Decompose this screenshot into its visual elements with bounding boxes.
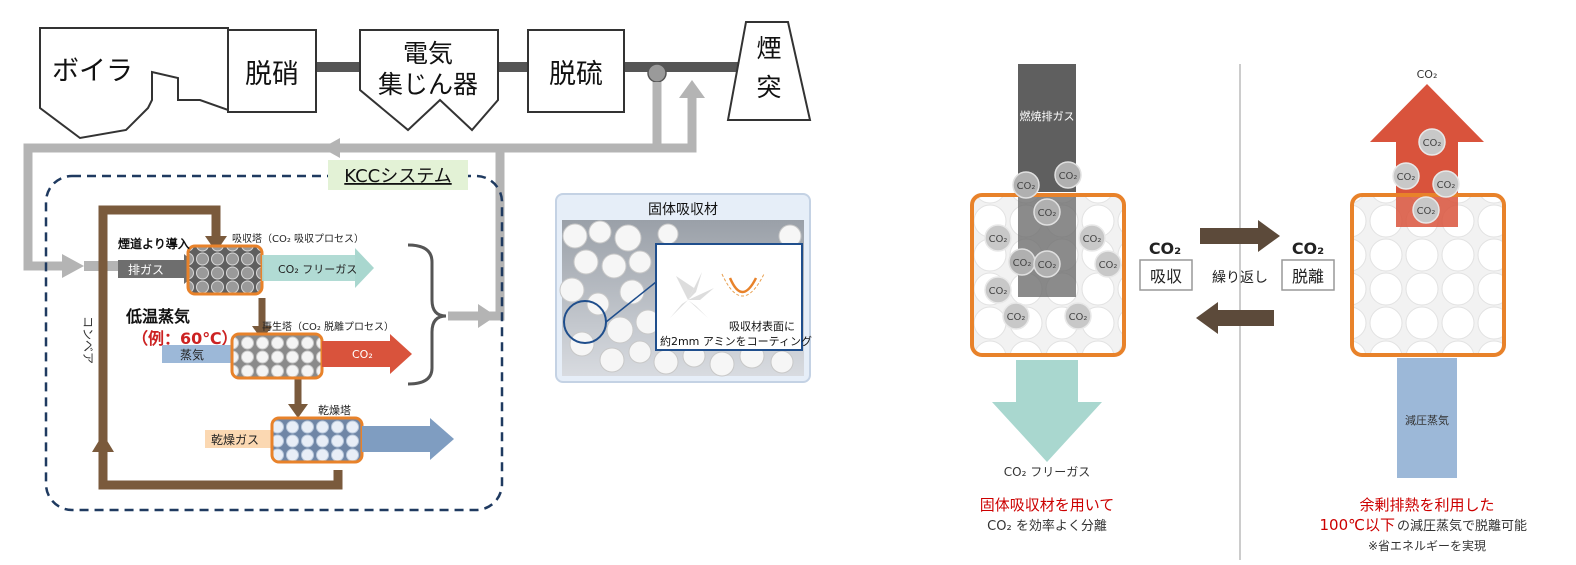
absorption-tower: 排ガス CO₂ フリーガス 煙道より導入 吸収塔（CO₂ 吸収プロセス）	[118, 232, 374, 296]
conveyor-label: コンベア	[81, 316, 95, 364]
chimney-label-2: 突	[756, 73, 781, 102]
intake-arrow-head-2	[62, 254, 84, 278]
drying-gas-label: 乾燥ガス	[211, 433, 259, 447]
left-caption-red: 固体吸収材を用いて	[980, 496, 1115, 514]
forward-arrow	[1200, 220, 1280, 252]
svg-text:CO₂: CO₂	[1083, 234, 1102, 245]
intake-pipe	[23, 82, 662, 271]
svg-text:CO₂: CO₂	[1017, 181, 1036, 192]
svg-text:CO₂: CO₂	[1099, 260, 1118, 271]
svg-text:CO₂: CO₂	[1038, 260, 1057, 271]
repeat-label: 繰り返し	[1212, 270, 1268, 286]
regeneration-tower: 低温蒸気 （例：60℃） 蒸気 CO₂ 再生塔（CO₂ 脱離プロセス）	[125, 307, 412, 380]
backward-arrow	[1196, 302, 1274, 334]
svg-text:CO₂: CO₂	[1437, 180, 1456, 191]
reduced-steam-inlet	[1397, 358, 1457, 478]
absorption-tower-label: 吸収塔（CO₂ 吸収プロセス）	[232, 232, 364, 245]
svg-text:CO₂: CO₂	[1397, 172, 1416, 183]
precipitator-label-2: 集じん器	[378, 70, 478, 99]
intake-arrow-head	[322, 138, 340, 158]
svg-text:CO₂: CO₂	[1007, 312, 1026, 323]
example-temp-label: （例：60℃）	[132, 329, 238, 348]
desorb-co2-label: CO₂	[1292, 239, 1324, 258]
drying-tower-label: 乾燥塔	[318, 404, 351, 417]
svg-text:CO₂: CO₂	[1013, 258, 1032, 269]
boiler-label: ボイラ	[52, 56, 133, 87]
precipitator-label-1: 電気	[403, 39, 453, 68]
conveyor-belt	[98, 205, 343, 490]
process-line: ボイラ 脱硝 電気 集じん器 脱硫 煙 突	[39, 21, 812, 140]
right-caption-red-2: 100℃以下	[1320, 516, 1395, 534]
absorb-box	[1139, 259, 1193, 291]
grouping-brace	[407, 243, 447, 386]
sorbent-caption-2: 約2mm アミンをコーティング	[660, 334, 812, 348]
drying-tower: 乾燥塔 乾燥ガス	[205, 404, 454, 464]
return-arrow-head	[679, 80, 705, 98]
svg-text:CO₂: CO₂	[1069, 312, 1088, 323]
svg-text:CO₂: CO₂	[989, 286, 1008, 297]
cycle-indicator: CO₂ 吸収 繰り返し CO₂ 脱離	[1139, 64, 1335, 560]
flue-gas-label: 燃焼排ガス	[1020, 109, 1075, 123]
right-caption-gray-2: の減圧蒸気で脱離可能	[1397, 518, 1527, 534]
denitration-label: 脱硝	[245, 59, 299, 90]
amine-coating	[728, 277, 758, 294]
absorb-co2-label: CO₂	[1149, 239, 1181, 258]
svg-text:CO₂: CO₂	[1417, 206, 1436, 217]
absorb-label: 吸収	[1150, 267, 1182, 286]
sorbent-pellets	[559, 220, 802, 377]
right-caption-note: ※省エネルギーを実現	[1368, 538, 1486, 553]
co2-free-gas-out-label: CO₂ フリーガス	[1004, 465, 1090, 479]
flue-intro-label: 煙道より導入	[118, 236, 190, 251]
absorbed-co2-molecules: CO₂ CO₂ CO₂ CO₂ CO₂ CO₂ CO₂ CO₂ CO₂ CO₂ …	[984, 161, 1122, 330]
branch-junction	[647, 63, 667, 83]
co2-top-label: CO₂	[1417, 68, 1438, 81]
co2-out-label: CO₂	[352, 348, 373, 361]
desorb-box	[1281, 259, 1335, 291]
denitration-unit	[227, 29, 317, 113]
regeneration-tower-label: 再生塔（CO₂ 脱離プロセス）	[262, 320, 394, 333]
desulfurization-unit	[527, 29, 625, 113]
sorbent-caption-1: 吸収材表面に	[729, 319, 795, 333]
pore-structure	[670, 272, 714, 318]
sorbent-title: 固体吸収材	[648, 202, 718, 218]
chimney-label-1: 煙	[756, 34, 781, 63]
svg-text:CO₂: CO₂	[1059, 171, 1078, 182]
chimney-unit	[726, 21, 812, 121]
kcc-title: KCCシステム	[344, 166, 451, 187]
conveyor-loop: コンベア	[81, 205, 343, 490]
svg-text:CO₂: CO₂	[1038, 208, 1057, 219]
left-caption-gray: CO₂ を効率よく分離	[987, 518, 1107, 534]
co2-free-gas-label: CO₂ フリーガス	[278, 263, 357, 276]
desorb-label: 脱離	[1292, 267, 1324, 286]
magnified-view	[655, 243, 803, 351]
sorbent-panel: 固体吸収材 吸収材表面に 約2mm アミンをコーティング	[555, 193, 812, 383]
reduced-steam-label: 減圧蒸気	[1405, 413, 1449, 427]
exhaust-gas-label: 排ガス	[128, 263, 164, 277]
steam-label: 蒸気	[180, 347, 204, 362]
svg-text:CO₂: CO₂	[989, 234, 1008, 245]
precipitator-unit	[359, 29, 499, 132]
desulfurization-label: 脱硫	[549, 59, 603, 90]
low-temp-steam-label: 低温蒸気	[125, 307, 190, 326]
svg-text:CO₂: CO₂	[1423, 138, 1442, 149]
released-co2-molecules: CO₂ CO₂ CO₂ CO₂	[1392, 128, 1460, 224]
kcc-title-badge	[328, 160, 468, 190]
right-caption-red-1: 余剰排熱を利用した	[1359, 496, 1494, 514]
kcc-system-boundary	[44, 174, 504, 512]
